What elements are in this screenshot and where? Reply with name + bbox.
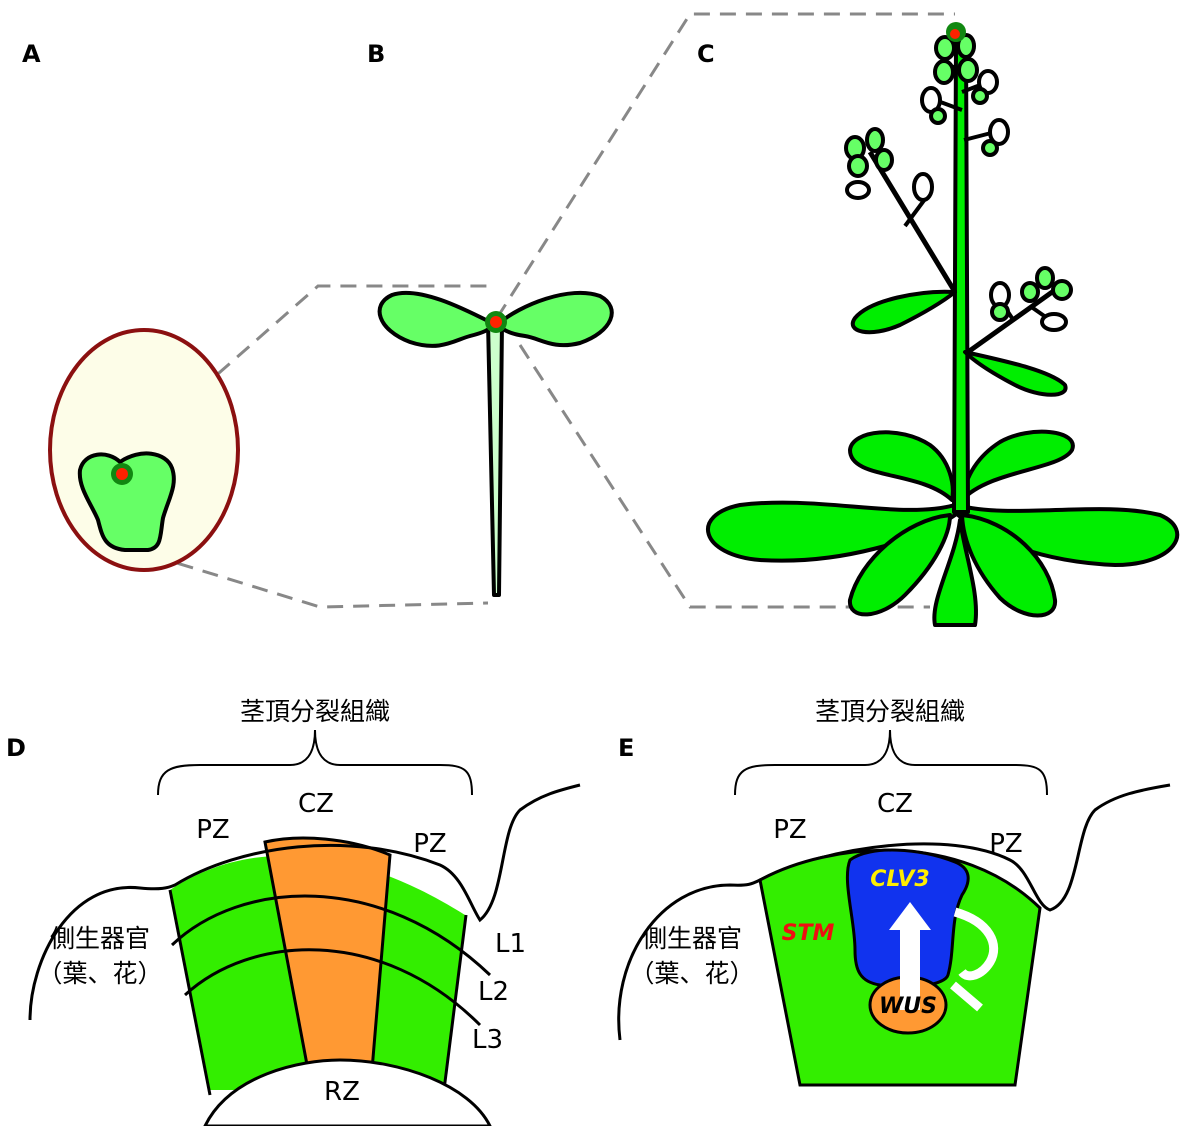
bud-5 [1037, 268, 1053, 288]
d-label-lateral-organ-note: （葉、花） [37, 959, 162, 988]
d-label-cz: CZ [298, 789, 334, 819]
mature-plant [708, 22, 1177, 625]
panel-label-a: A [22, 40, 41, 68]
seedling-cotyledon-left [380, 293, 494, 346]
panel-label-d: D [6, 734, 26, 762]
panel-label-e: E [618, 734, 634, 762]
bud-11 [959, 59, 977, 81]
e-label-clv3: CLV3 [870, 867, 929, 892]
panel-label-b: B [367, 40, 385, 68]
e-brace [735, 730, 1047, 795]
d-label-l3: L3 [472, 1025, 503, 1055]
bud-3 [849, 156, 867, 176]
e-label-pz-left: PZ [773, 815, 807, 845]
flower-1 [847, 182, 869, 198]
d-label-pz-left: PZ [196, 815, 230, 845]
bud-2 [867, 129, 883, 151]
flower-2 [914, 174, 932, 200]
e-label-lateral-organ: 側生器官 [642, 924, 742, 953]
bud-7 [1022, 283, 1038, 301]
d-label-pz-right: PZ [413, 829, 447, 859]
seedling-meristem-dot [490, 316, 502, 328]
embryo-meristem-dot [116, 468, 128, 480]
seedling [380, 293, 612, 595]
branch-left [870, 152, 955, 292]
d-label-l2: L2 [478, 977, 509, 1007]
flower-7-base [973, 89, 987, 103]
seedling-hypocotyl [488, 322, 502, 595]
panel-e-diagram: 茎頂分裂組織 CZ PZ PZ STM CLV3 WUS 側生器官 （葉、花） [619, 697, 1170, 1085]
e-label-lateral-organ-note: （葉、花） [629, 959, 754, 988]
d-label-l1: L1 [495, 929, 526, 959]
bud-6 [1053, 281, 1071, 299]
seedling-cotyledon-right [498, 293, 612, 345]
d-label-rz: RZ [324, 1077, 360, 1107]
flower-3-base [992, 304, 1008, 320]
seed-embryo [50, 330, 238, 570]
e-label-pz-right: PZ [989, 829, 1023, 859]
e-label-wus: WUS [879, 994, 937, 1019]
panel-d-diagram: 茎頂分裂組織 CZ PZ PZ RZ L1 L2 L3 側生器官 （葉、花） [30, 697, 580, 1126]
e-label-cz: CZ [877, 789, 913, 819]
cauline-leaf-left [853, 292, 955, 332]
flower-6-base [983, 141, 997, 155]
bud-4 [876, 150, 892, 170]
d-brace [158, 730, 472, 795]
flower-4 [1042, 314, 1066, 330]
flower-5-base [931, 109, 945, 123]
e-label-stm: STM [782, 921, 835, 946]
apex-meristem-dot [950, 29, 960, 39]
e-title: 茎頂分裂組織 [815, 697, 965, 726]
d-title: 茎頂分裂組織 [240, 697, 390, 726]
cauline-leaf-right [965, 352, 1066, 395]
bud-10 [935, 61, 953, 83]
rosette-leaf-3 [850, 432, 953, 500]
panel-label-c: C [697, 40, 715, 68]
rosette-leaf-4 [962, 432, 1073, 500]
d-label-lateral-organ: 側生器官 [50, 924, 150, 953]
